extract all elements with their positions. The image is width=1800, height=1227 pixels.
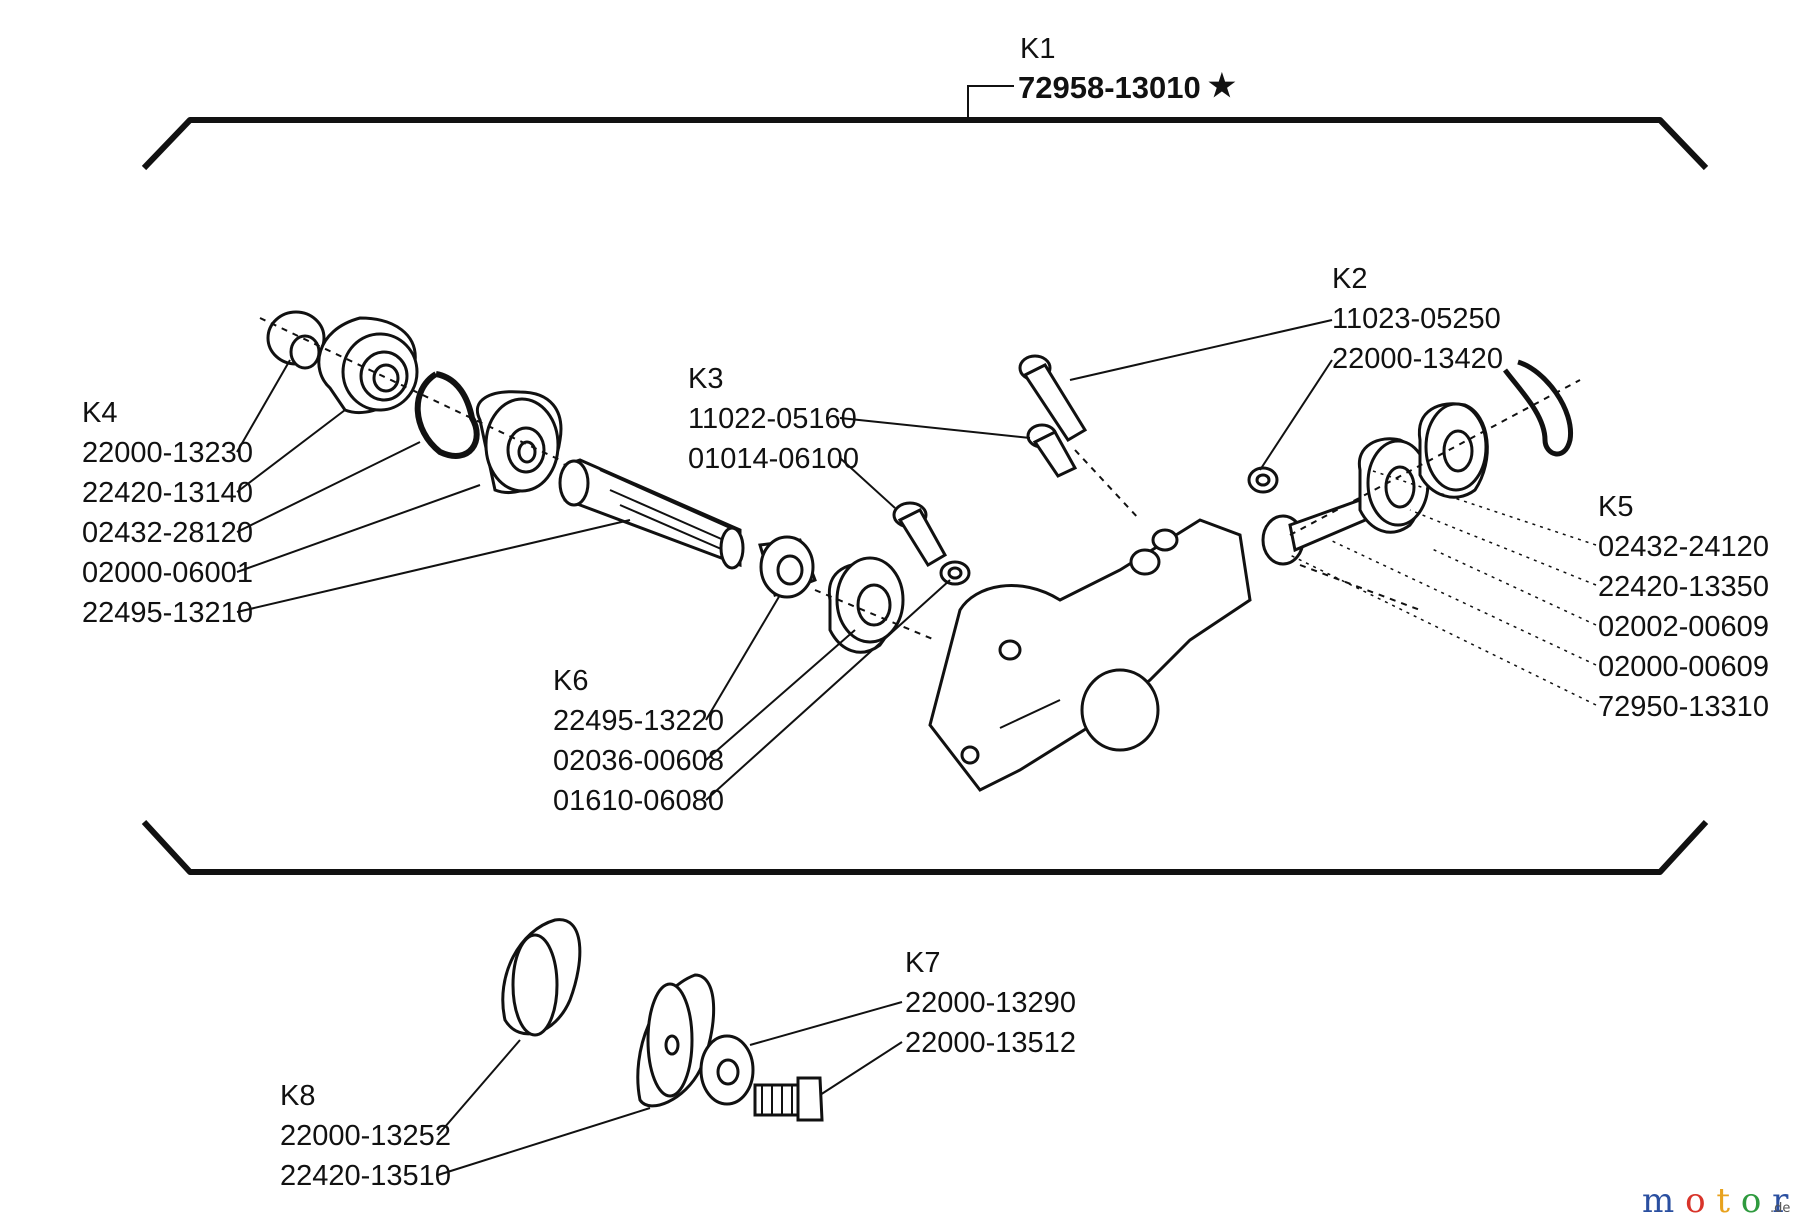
- bracket-bottom: [141, 819, 1709, 875]
- callout-k5: K5 02432-24120 22420-13350 02002-00609 0…: [1598, 491, 1769, 723]
- callout-k2: K2 11023-05250 22000-13420: [1332, 263, 1503, 375]
- lock-nut: [699, 1034, 755, 1106]
- hex-bolt: [753, 1076, 824, 1122]
- ball-bearing-k5-a: [1357, 437, 1430, 534]
- part-number: 02432-28120: [82, 517, 253, 549]
- assembly-leader: [967, 85, 1014, 120]
- leader-lines: [236, 319, 1333, 1176]
- circlip-k5: [1503, 359, 1574, 457]
- group-code-k8: K8: [280, 1080, 315, 1112]
- callout-k3: K3 11022-05160 01014-06100: [688, 363, 859, 475]
- gear-housing: [928, 518, 1252, 792]
- part-number: 22000-13512: [905, 1027, 1076, 1059]
- circlip-ring: [414, 371, 480, 459]
- group-code-k7: K7: [905, 947, 940, 979]
- part-number: 22000-13420: [1332, 343, 1503, 375]
- part-number: 02000-06001: [82, 557, 253, 589]
- part-number: 22420-13140: [82, 477, 253, 509]
- bolt-small: [892, 501, 948, 568]
- ball-bearing-k6: [827, 556, 905, 654]
- part-number: 02036-00608: [553, 745, 724, 777]
- clutch-plate-inner: [636, 973, 716, 1108]
- splined-shaft: [558, 458, 745, 570]
- sleeve-part: [266, 310, 326, 370]
- part-number: 02000-00609: [1598, 651, 1769, 683]
- part-number: 11023-05250: [1332, 303, 1501, 335]
- clutch-plate-outer: [501, 918, 582, 1037]
- callout-k4: K4 22000-13230 22420-13140 02432-28120 0…: [82, 397, 253, 629]
- watermark-letter: t: [1716, 1181, 1730, 1221]
- part-number: 22420-13510: [280, 1160, 451, 1192]
- part-number: 22495-13220: [553, 705, 724, 737]
- group-code-k3: K3: [688, 363, 723, 395]
- group-code-k6: K6: [553, 665, 588, 697]
- bracket-top: [141, 117, 1709, 171]
- assembly-group-code: K1: [1020, 33, 1055, 65]
- pinion-gear: [1261, 498, 1373, 566]
- group-code-k5: K5: [1598, 491, 1633, 523]
- motoruf-watermark: m o t o r u f .de: [1642, 1181, 1800, 1221]
- svg-text:m o t o: m o t o r u f: [1642, 1181, 1800, 1221]
- washer-small: [939, 560, 971, 586]
- watermark-letter: r: [1772, 1181, 1789, 1221]
- long-screw: [1018, 354, 1088, 443]
- callout-k7: K7 22000-13290 22000-13512: [905, 947, 1076, 1059]
- part-number: 72950-13310: [1598, 691, 1769, 723]
- watermark-letter: m: [1642, 1181, 1674, 1221]
- callout-k6: K6 22495-13220 02036-00608 01610-06080: [553, 665, 724, 817]
- part-number: 22000-13230: [82, 437, 253, 469]
- group-code-k4: K4: [82, 397, 117, 429]
- parts-drawing: [266, 310, 1574, 1122]
- watermark-suffix: .de: [1770, 1201, 1790, 1216]
- group-code-k2: K2: [1332, 263, 1367, 295]
- assembly-part-number: 72958-13010: [1018, 70, 1201, 105]
- assembly-star-mark: ★: [1208, 68, 1236, 103]
- ball-bearing-large: [317, 316, 419, 415]
- short-screw: [1026, 423, 1078, 478]
- callout-k8: K8 22000-13252 22420-13510: [280, 1080, 451, 1192]
- ball-bearing-medium: [476, 390, 563, 495]
- axis-lines: [259, 317, 1581, 641]
- part-number: 22000-13290: [905, 987, 1076, 1019]
- needle-bearing: [758, 535, 817, 599]
- part-number: 02002-00609: [1598, 611, 1769, 643]
- part-number: 22000-13252: [280, 1120, 451, 1152]
- watermark-letter: o: [1741, 1181, 1761, 1221]
- part-number: 11022-05160: [688, 403, 857, 435]
- leader-lines-dotted: [1289, 469, 1597, 706]
- watermark-letter: o: [1685, 1181, 1705, 1221]
- part-number: 22420-13350: [1598, 571, 1769, 603]
- ball-bearing-k5-b: [1417, 402, 1489, 499]
- part-number: 02432-24120: [1598, 531, 1769, 563]
- assembly-bracket: [141, 117, 1709, 875]
- part-number: 01014-06100: [688, 443, 859, 475]
- part-number: 01610-06080: [553, 785, 724, 817]
- washer-k2: [1247, 466, 1279, 494]
- part-number: 22495-13210: [82, 597, 253, 629]
